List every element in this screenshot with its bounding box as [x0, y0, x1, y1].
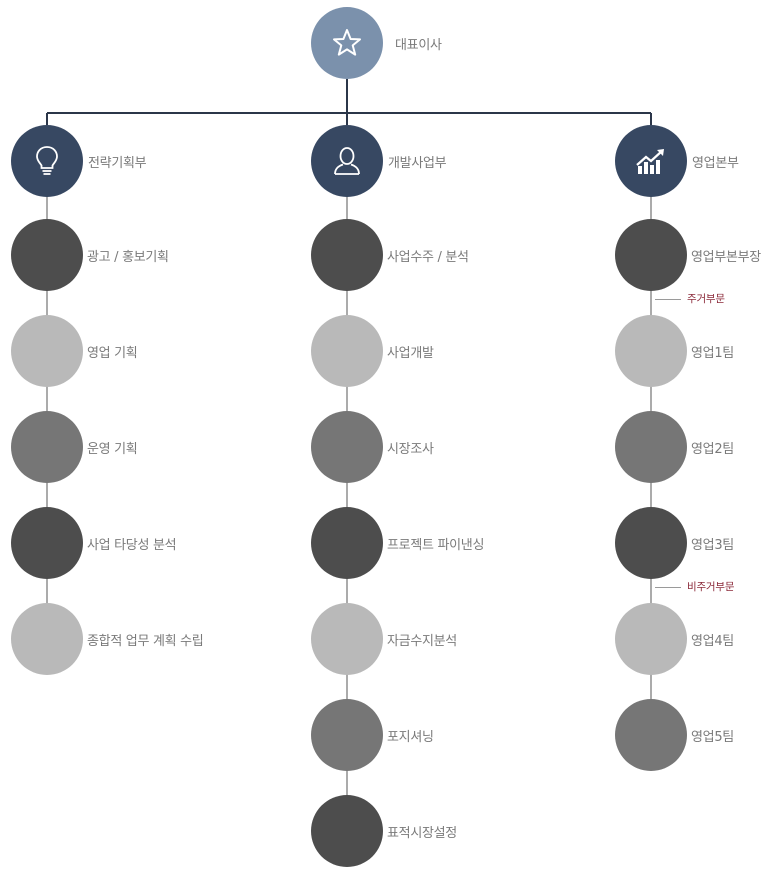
- team-node: [11, 315, 83, 387]
- department-head-node: [615, 125, 687, 197]
- team-label: 사업개발: [387, 346, 434, 361]
- team-node: [11, 411, 83, 483]
- team-node: [311, 411, 383, 483]
- team-node: [11, 603, 83, 675]
- division-label: 비주거부문: [687, 581, 735, 593]
- team-node: [615, 603, 687, 675]
- team-node: [311, 603, 383, 675]
- team-label: 시장조사: [387, 442, 434, 457]
- department-head-label: 영업본부: [692, 156, 739, 171]
- team-label: 영업4팀: [691, 634, 734, 649]
- team-label: 프로젝트 파이낸싱: [387, 538, 485, 553]
- team-label: 사업 타당성 분석: [87, 538, 177, 553]
- team-node: [615, 699, 687, 771]
- team-node: [311, 315, 383, 387]
- team-label: 자금수지분석: [387, 634, 457, 649]
- team-label: 영업 기획: [87, 346, 138, 361]
- team-label: 영업5팀: [691, 730, 734, 745]
- team-label: 운영 기획: [87, 442, 138, 457]
- ceo-label: 대표이사: [395, 38, 442, 53]
- department-head-label: 개발사업부: [388, 156, 447, 171]
- team-node: [615, 507, 687, 579]
- ceo-node: [311, 7, 383, 79]
- team-label: 광고 / 홍보기획: [87, 250, 169, 265]
- team-node: [311, 507, 383, 579]
- team-label: 포지셔닝: [387, 730, 434, 745]
- department-head-node: [311, 125, 383, 197]
- team-label: 영업1팀: [691, 346, 734, 361]
- team-node: [11, 219, 83, 291]
- team-label: 사업수주 / 분석: [387, 250, 469, 265]
- department-head-node: [11, 125, 83, 197]
- division-marker-line: [655, 587, 681, 588]
- team-label: 영업3팀: [691, 538, 734, 553]
- department-head-label: 전략기획부: [88, 156, 147, 171]
- team-node: [11, 507, 83, 579]
- team-node: [311, 219, 383, 291]
- team-node: [615, 315, 687, 387]
- team-label: 영업2팀: [691, 442, 734, 457]
- team-node: [311, 699, 383, 771]
- team-label: 표적시장설정: [387, 826, 457, 841]
- division-marker-line: [655, 299, 681, 300]
- team-label: 종합적 업무 계획 수립: [87, 634, 204, 649]
- team-label: 영업부본부장: [691, 250, 761, 265]
- division-label: 주거부문: [687, 293, 725, 305]
- team-node: [311, 795, 383, 867]
- team-node: [615, 411, 687, 483]
- team-node: [615, 219, 687, 291]
